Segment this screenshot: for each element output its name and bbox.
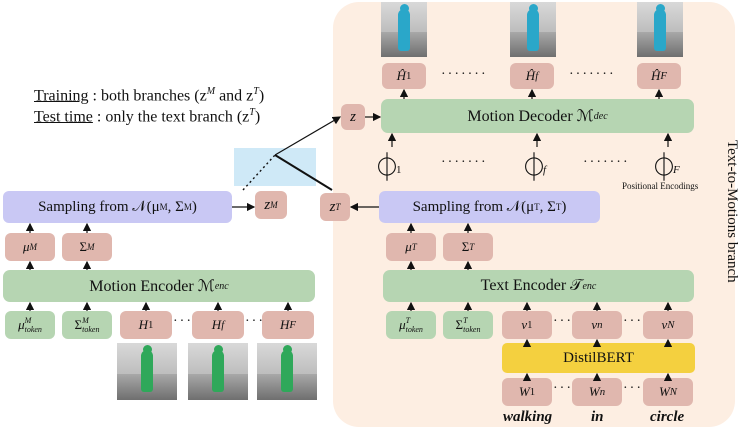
input-pose-image-1	[117, 343, 177, 400]
sine-icon: ⏀	[373, 153, 402, 184]
output-pose-image-1	[381, 2, 427, 57]
pe-sub-f: f	[543, 164, 547, 176]
ellipsis: ·······	[441, 155, 488, 170]
pe-sub-F: F	[673, 164, 680, 176]
output-pose-image-F	[637, 2, 683, 57]
ellipsis: ·······	[569, 67, 616, 82]
branch-label: Text-to-Motions branch	[724, 140, 740, 283]
ellipsis: ·······	[441, 67, 488, 82]
sine-icon: ⏀	[520, 153, 549, 184]
input-word-walking: walking	[503, 409, 553, 425]
positional-encodings-label: Positional Encodings	[622, 181, 699, 191]
training-legend: Training : both branches (zM and zT)	[34, 86, 265, 105]
ellipsis: ·······	[583, 155, 630, 170]
ellipsis: ···	[245, 314, 265, 329]
test-time-legend: Test time : only the text branch (zT)	[34, 107, 261, 126]
ellipsis: ···	[553, 381, 573, 396]
pe-sub-1: 1	[396, 164, 402, 176]
input-word-circle: circle	[650, 409, 685, 425]
branch-switch-highlight	[234, 148, 316, 186]
output-pose-image-f	[510, 2, 556, 57]
input-word-in: in	[591, 409, 604, 425]
ellipsis: ···	[623, 381, 643, 396]
ellipsis: ···	[623, 314, 643, 329]
sine-icon: ⏀	[650, 153, 679, 184]
ellipsis: ···	[553, 314, 573, 329]
latent-z: z	[341, 104, 365, 130]
input-pose-image-F	[257, 343, 317, 400]
distilbert: DistilBERT	[502, 343, 695, 373]
input-pose-image-f	[188, 343, 248, 400]
ellipsis: ···	[173, 314, 193, 329]
